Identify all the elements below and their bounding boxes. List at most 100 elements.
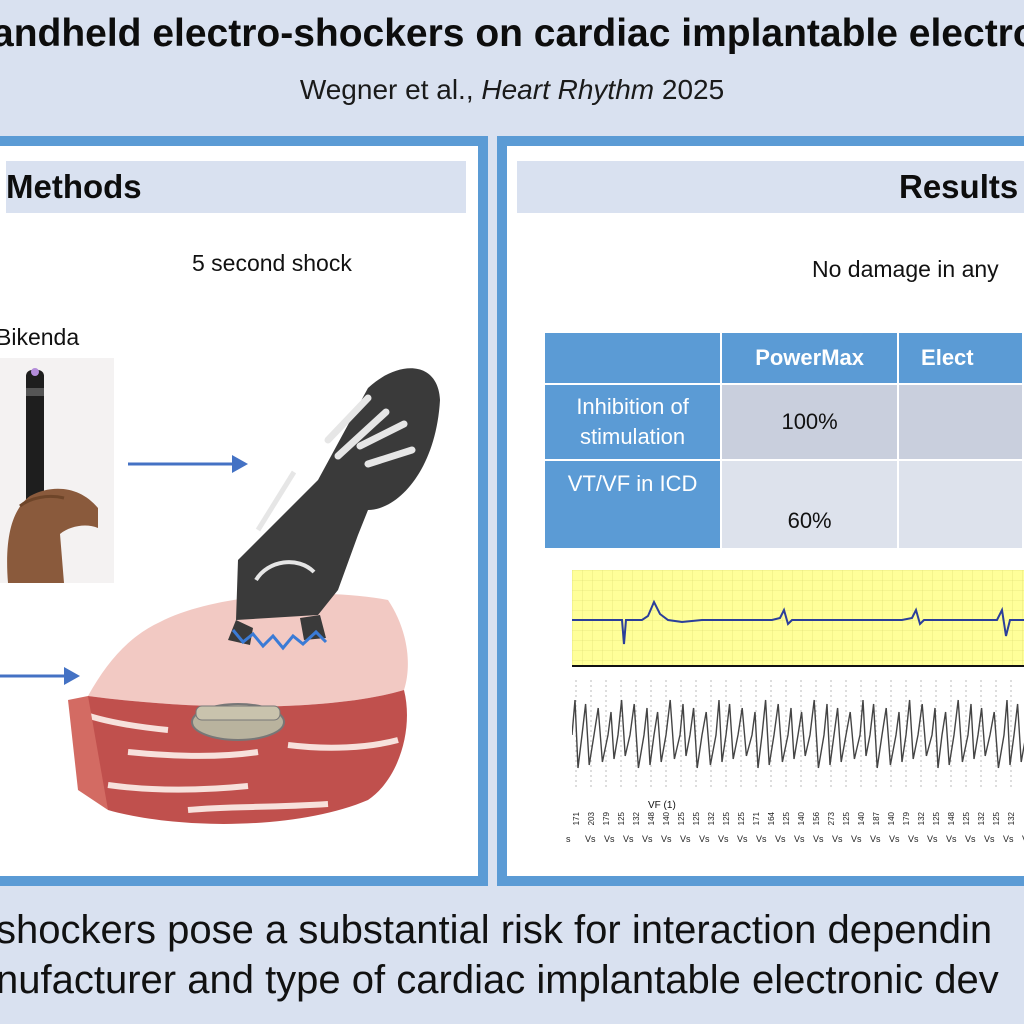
device-name-label: Bikenda — [0, 324, 80, 350]
ecg-strip-inhibition — [572, 570, 1024, 667]
ecg-vs-label: Vs — [946, 834, 957, 844]
ecg-vs-label: Vs — [699, 834, 710, 844]
meat-top-icon — [88, 593, 408, 707]
ecg-vs-label: Vs — [661, 834, 672, 844]
title-banner: andheld electro-shockers on cardiac impl… — [0, 0, 1024, 120]
conclusion-line-1: shockers pose a substantial risk for int… — [0, 908, 993, 952]
ecg-interval-value: 187 — [872, 812, 881, 826]
experimental-setup-illustration — [68, 368, 440, 824]
ecg-interval-value: 148 — [947, 812, 956, 826]
ecg-vs-label: Vs — [813, 834, 824, 844]
results-header: Results — [517, 161, 1024, 213]
ecg-vs-label: Vs — [889, 834, 900, 844]
ecg-vs-label: Vs — [984, 834, 995, 844]
ecg-interval-value: 125 — [962, 812, 971, 826]
ecg-interval-value: 171 — [752, 812, 761, 826]
poster-title: andheld electro-shockers on cardiac impl… — [0, 12, 1024, 55]
ecg-interval-value: 132 — [632, 812, 641, 826]
ecg-vs-label: Vs — [908, 834, 919, 844]
citation-authors: Wegner et al., — [299, 74, 482, 105]
ecg-interval-value: 171 — [572, 812, 581, 826]
ecg-interval-value: 148 — [647, 812, 656, 826]
ecg-interval-value: 273 — [827, 812, 836, 826]
device-photo — [0, 358, 114, 583]
no-damage-statement: No damage in any — [812, 256, 999, 282]
conclusion-banner: shockers pose a substantial risk for int… — [0, 898, 1024, 1024]
table-row: Inhibition of stimulation 100% — [542, 383, 1024, 461]
ecg-interval-value: 125 — [617, 812, 626, 826]
table-header-elect: Elect — [897, 331, 1024, 385]
ecg-vs-label: Vs — [585, 834, 596, 844]
ecg-strip-vf — [572, 680, 1024, 790]
table-header-row: PowerMax Elect — [542, 331, 1024, 385]
ecg-trace-2-icon — [572, 699, 1024, 769]
table-header-powermax: PowerMax — [720, 331, 900, 385]
electroshocker-icon — [236, 368, 440, 620]
ecg-interval-value: 132 — [917, 812, 926, 826]
ecg-interval-value: 203 — [587, 812, 596, 826]
table-header-empty — [542, 331, 723, 385]
ecg-vs-label: Vs — [965, 834, 976, 844]
electric-spark-icon — [231, 629, 328, 651]
ecg-interval-value: 140 — [857, 812, 866, 826]
citation: Wegner et al., Heart Rhythm 2025 — [0, 74, 1024, 106]
ecg-interval-value: 132 — [1007, 812, 1016, 826]
ecg-interval-value: 125 — [992, 812, 1001, 826]
ecg-interval-value: 125 — [692, 812, 701, 826]
ecg-vs-label: Vs — [927, 834, 938, 844]
ecg-interval-value: 125 — [722, 812, 731, 826]
ecg-vs-label: Vs — [794, 834, 805, 844]
table-row-label: VT/VF in ICD — [542, 459, 723, 550]
vf-marker-label: VF (1) — [648, 800, 676, 811]
ecg-interval-value: 179 — [602, 812, 611, 826]
results-header-text: Results — [899, 168, 1019, 205]
table-cell — [897, 383, 1024, 461]
ecg-interval-value: 140 — [662, 812, 671, 826]
table-cell — [897, 459, 1024, 550]
ecg-interval-value: 125 — [842, 812, 851, 826]
table-row-label-line: VT/VF in ICD — [567, 471, 698, 496]
ecg-vs-label: Vs — [642, 834, 653, 844]
ecg-vs-label: Vs — [623, 834, 634, 844]
arrow-to-meat-icon — [0, 667, 80, 685]
ecg-interval-value: 179 — [902, 812, 911, 826]
ecg-interval-value: 140 — [887, 812, 896, 826]
shock-duration-label: 5 second shock — [192, 250, 352, 276]
table-row: VT/VF in ICD 60% — [542, 459, 1024, 550]
ecg-interval-value: 125 — [737, 812, 746, 826]
ecg-interval-value: 132 — [977, 812, 986, 826]
ecg-interval-value: 132 — [707, 812, 716, 826]
ecg-vs-label: Vs — [775, 834, 786, 844]
ecg-vs-label: Vs — [1003, 834, 1014, 844]
ecg-vs-label: Vs — [680, 834, 691, 844]
ecg-interval-value: 140 — [797, 812, 806, 826]
ecg-interval-value: 125 — [677, 812, 686, 826]
ecg-vs-label: Vs — [851, 834, 862, 844]
methods-header: Methods — [6, 161, 466, 213]
table-row-label: Inhibition of stimulation — [542, 383, 723, 461]
methods-header-text: Methods — [6, 168, 142, 205]
arrow-to-device-icon — [128, 455, 248, 473]
table-row-label-line: stimulation — [580, 424, 686, 449]
ecg-vs-label: Vs — [604, 834, 615, 844]
table-cell: 60% — [720, 459, 900, 550]
results-table: PowerMax Elect Inhibition of stimulation… — [542, 331, 1024, 550]
ecg-interval-value: 125 — [932, 812, 941, 826]
ecg-vs-label: Vs — [1022, 834, 1024, 844]
ecg-interval-value: 156 — [812, 812, 821, 826]
ecg-vs-label: Vs — [718, 834, 729, 844]
ecg-vs-label: Vs — [756, 834, 767, 844]
ecg-vs-label: s — [566, 834, 571, 844]
ecg-vs-label: Vs — [870, 834, 881, 844]
ecg-vs-label: Vs — [737, 834, 748, 844]
table-cell: 100% — [720, 383, 900, 461]
table-row-label-line: Inhibition of — [576, 394, 689, 419]
ecg-vs-label: Vs — [832, 834, 843, 844]
ecg-interval-value: 164 — [767, 812, 776, 826]
conclusion-line-2: nufacturer and type of cardiac implantab… — [0, 958, 999, 1002]
ecg-trace-1-icon — [572, 599, 1024, 645]
ecg-interval-value: 125 — [782, 812, 791, 826]
citation-year: 2025 — [654, 74, 725, 105]
ecg-interval-labels: 171 203 179 125 132 148 140 125 125 132 125 125 171 1… — [566, 812, 1024, 848]
citation-journal: Heart Rhythm — [481, 74, 655, 105]
